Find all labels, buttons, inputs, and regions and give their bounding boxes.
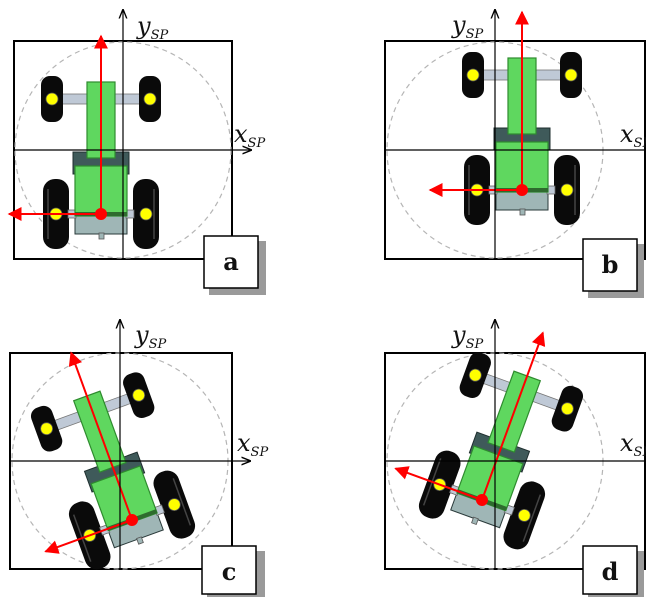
panel-d-y-label: ySP bbox=[451, 321, 483, 352]
panel-b-letter-box: b bbox=[582, 238, 644, 298]
panel-a-letter: a bbox=[223, 247, 239, 276]
panel-a-vehicle bbox=[9, 36, 161, 249]
panel-b-letter: b bbox=[602, 250, 619, 279]
panel-b-y-label: ySP bbox=[451, 11, 483, 42]
panel-c: ySP xSP c bbox=[0, 320, 268, 597]
panel-d-letter: d bbox=[602, 557, 619, 586]
panel-c-x-label: xSP bbox=[237, 429, 268, 460]
panel-b-vehicle bbox=[430, 12, 582, 225]
panel-d-x-label: xSP bbox=[620, 429, 646, 460]
panel-d: ySP xSP d bbox=[384, 301, 646, 597]
panel-c-letter-box: c bbox=[201, 545, 265, 597]
panel-c-letter: c bbox=[222, 557, 237, 586]
panel-d-letter-box: d bbox=[582, 545, 644, 597]
panel-c-vehicle bbox=[0, 332, 200, 584]
panel-b-x-label: xSP bbox=[620, 120, 646, 151]
panel-a: ySP xSP a bbox=[9, 10, 266, 295]
panel-c-y-label: ySP bbox=[134, 321, 166, 352]
panel-a-x-label: xSP bbox=[234, 120, 265, 151]
panel-a-y-label: ySP bbox=[136, 12, 168, 43]
panel-d-vehicle bbox=[384, 301, 600, 553]
panel-b: ySP xSP b bbox=[384, 10, 646, 298]
panel-a-letter-box: a bbox=[203, 235, 266, 295]
